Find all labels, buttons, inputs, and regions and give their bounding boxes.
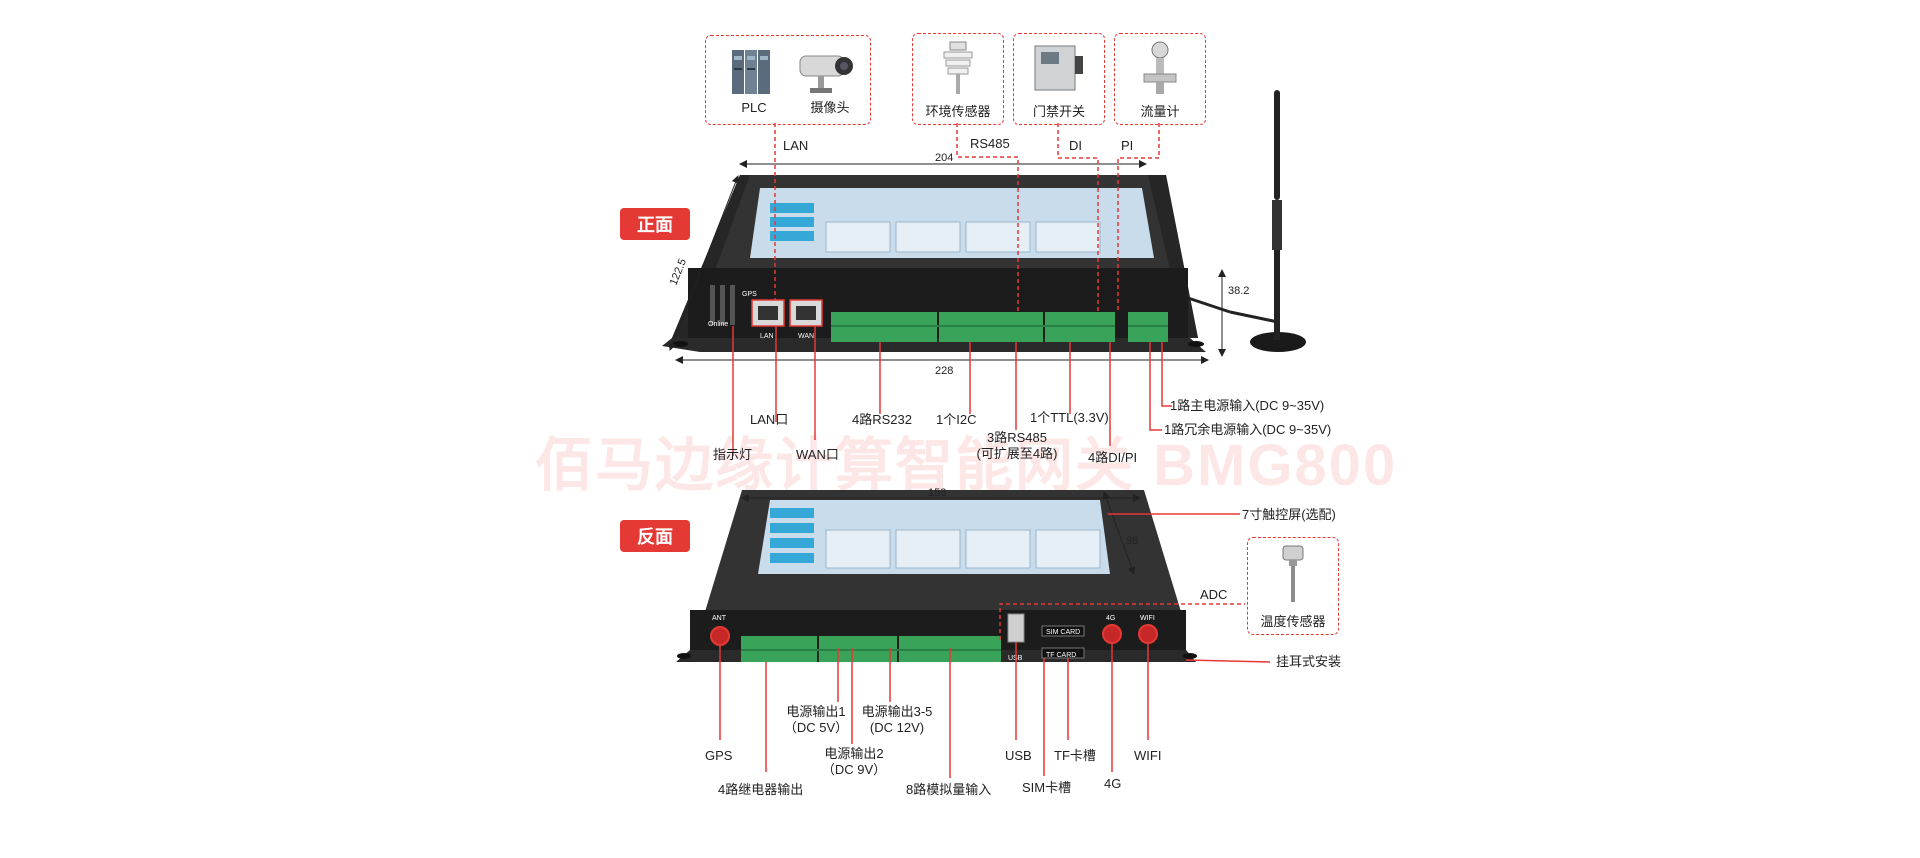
redundant-power-label: 1路冗余电源输入(DC 9~35V) bbox=[1164, 422, 1332, 437]
back-view-tag: 反面 bbox=[620, 520, 690, 552]
watermark-text: 佰马边缘计算智能网关 BMG800 bbox=[535, 433, 1398, 498]
pwr1-line1: 电源输出1 bbox=[786, 704, 846, 719]
env-sensor-box: 环境传感器 bbox=[912, 33, 1004, 125]
indicator-label: 指示灯 bbox=[713, 447, 753, 462]
svg-text:SIM CARD: SIM CARD bbox=[1046, 629, 1080, 636]
i2c-label: 1个I2C bbox=[936, 412, 977, 427]
back-device bbox=[676, 490, 1197, 662]
lan-port-label: LAN口 bbox=[750, 412, 789, 427]
front-device bbox=[662, 90, 1306, 352]
camera-icon bbox=[799, 55, 853, 93]
pwr35-line2: (DC 12V) bbox=[869, 719, 925, 735]
dim-204: 204 bbox=[935, 152, 953, 164]
dim-153: 153 bbox=[928, 487, 946, 499]
pwr35-label: 电源输出3-5 (DC 12V) bbox=[852, 704, 942, 735]
svg-text:ANT: ANT bbox=[712, 615, 727, 622]
dim-228: 228 bbox=[935, 365, 953, 377]
ear-mount-label: 挂耳式安装 bbox=[1276, 654, 1342, 669]
g4-label: 4G bbox=[1104, 776, 1122, 791]
env-sensor-label: 环境传感器 bbox=[925, 104, 991, 119]
svg-text:TF CARD: TF CARD bbox=[1046, 652, 1076, 659]
tf-label: TF卡槽 bbox=[1054, 748, 1096, 763]
dim-122-5: 122.5 bbox=[668, 257, 689, 287]
callout-lines bbox=[719, 123, 1271, 778]
dimension-lines bbox=[668, 160, 1226, 575]
plc-label: PLC bbox=[741, 100, 767, 115]
rs485-port-line2: (可扩展至4路) bbox=[976, 445, 1058, 461]
pwr2-label: 电源输出2 （DC 9V） bbox=[812, 746, 896, 777]
pwr1-line2: （DC 5V） bbox=[783, 719, 849, 735]
ttl-label: 1个TTL(3.3V) bbox=[1030, 410, 1109, 425]
rs485-port-label: 3路RS485 (可扩展至4路) bbox=[972, 430, 1062, 461]
dim-98: 98 bbox=[1126, 535, 1138, 547]
pi-bus-label: PI bbox=[1121, 138, 1134, 153]
adc-label: ADC bbox=[1200, 587, 1228, 602]
dipi-label: 4路DI/PI bbox=[1088, 450, 1138, 465]
lan-bus-label: LAN bbox=[783, 138, 809, 153]
plc-camera-box: PLC 摄像头 bbox=[705, 35, 871, 125]
sim-label: SIM卡槽 bbox=[1022, 780, 1072, 795]
svg-text:Online: Online bbox=[708, 321, 728, 328]
gps-label: GPS bbox=[705, 748, 733, 763]
flow-meter-box: 流量计 bbox=[1114, 33, 1206, 125]
door-switch-icon bbox=[1034, 45, 1083, 91]
svg-text:LAN: LAN bbox=[760, 333, 774, 340]
wifi-label: WIFI bbox=[1134, 748, 1162, 763]
analog-label: 8路模拟量输入 bbox=[906, 782, 992, 797]
main-power-label: 1路主电源输入(DC 9~35V) bbox=[1170, 398, 1325, 413]
pwr1-label: 电源输出1 （DC 5V） bbox=[774, 704, 858, 735]
pwr35-line1: 电源输出3-5 bbox=[861, 704, 933, 719]
rs232-label: 4路RS232 bbox=[852, 412, 912, 427]
temp-sensor-box: 温度传感器 bbox=[1247, 537, 1339, 635]
flow-meter-icon bbox=[1143, 41, 1177, 94]
plc-icon bbox=[732, 50, 770, 94]
camera-label: 摄像头 bbox=[810, 100, 850, 115]
door-switch-box: 门禁开关 bbox=[1013, 33, 1105, 125]
door-switch-label: 门禁开关 bbox=[1032, 104, 1085, 119]
pwr2-line2: （DC 9V） bbox=[821, 761, 887, 777]
svg-text:WAN: WAN bbox=[798, 333, 814, 340]
flow-meter-label: 流量计 bbox=[1140, 104, 1180, 119]
svg-text:WIFI: WIFI bbox=[1140, 615, 1155, 622]
di-bus-label: DI bbox=[1069, 138, 1082, 153]
rs485-port-line1: 3路RS485 bbox=[987, 430, 1047, 445]
pwr2-line1: 电源输出2 bbox=[824, 746, 884, 761]
usb-label: USB bbox=[1005, 748, 1032, 763]
svg-text:4G: 4G bbox=[1106, 615, 1115, 622]
wan-port-label: WAN口 bbox=[796, 447, 839, 462]
env-sensor-icon bbox=[943, 41, 973, 94]
dim-38-2: 38.2 bbox=[1228, 285, 1249, 297]
temp-sensor-icon bbox=[1282, 545, 1304, 602]
touchscreen-label: 7寸触控屏(选配) bbox=[1242, 507, 1336, 522]
rs485-bus-label: RS485 bbox=[970, 136, 1010, 151]
svg-text:GPS: GPS bbox=[742, 291, 757, 298]
relay-label: 4路继电器输出 bbox=[718, 782, 804, 797]
temp-sensor-label: 温度传感器 bbox=[1260, 614, 1326, 629]
